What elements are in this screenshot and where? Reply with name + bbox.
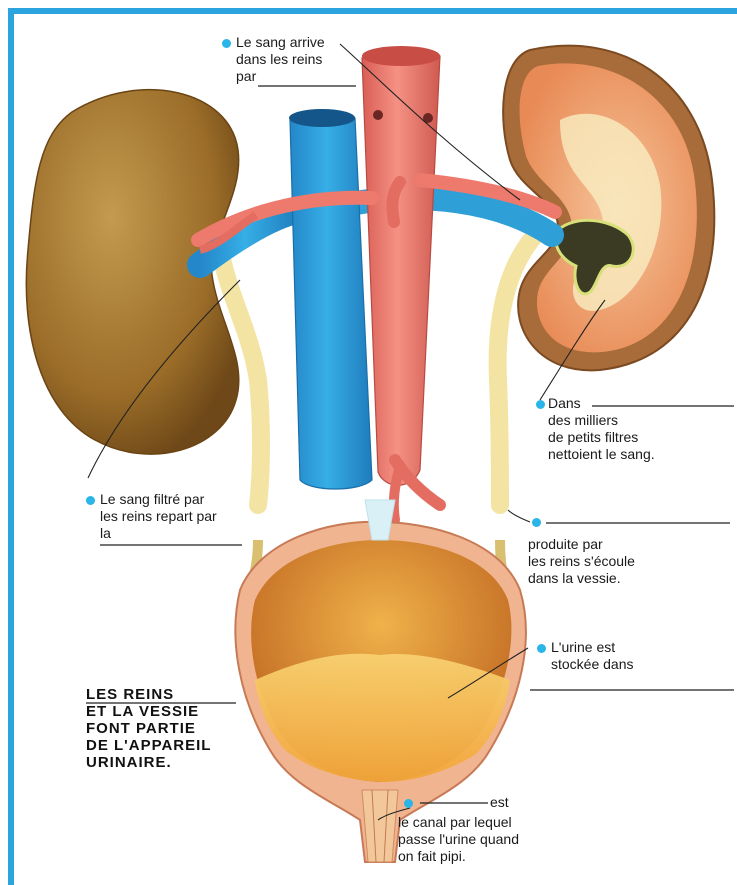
bullet-arrive: [222, 39, 231, 48]
label-urine-stored: L'urine est stockée dans: [551, 639, 634, 673]
label-urethra: le canal par lequel passe l'urine quand …: [398, 814, 519, 865]
bullet-repart: [86, 496, 95, 505]
urethra: [362, 790, 398, 862]
bullet-canal: [404, 799, 413, 808]
vena-cava: [290, 112, 372, 489]
bullet-produite: [532, 518, 541, 527]
caption-title: LES REINS ET LA VESSIE FONT PARTIE DE L'…: [86, 686, 211, 771]
label-filters: Dans des milliers de petits filtres nett…: [548, 395, 655, 463]
label-urethra-est: est: [490, 794, 509, 811]
bullet-filtres: [536, 400, 545, 409]
bullet-stockee: [537, 644, 546, 653]
label-urine-produced: produite par les reins s'écoule dans la …: [528, 536, 635, 587]
label-blood-leaves: Le sang filtré par les reins repart par …: [100, 491, 217, 542]
label-blood-arrives: Le sang arrive dans les reins par: [236, 34, 325, 85]
